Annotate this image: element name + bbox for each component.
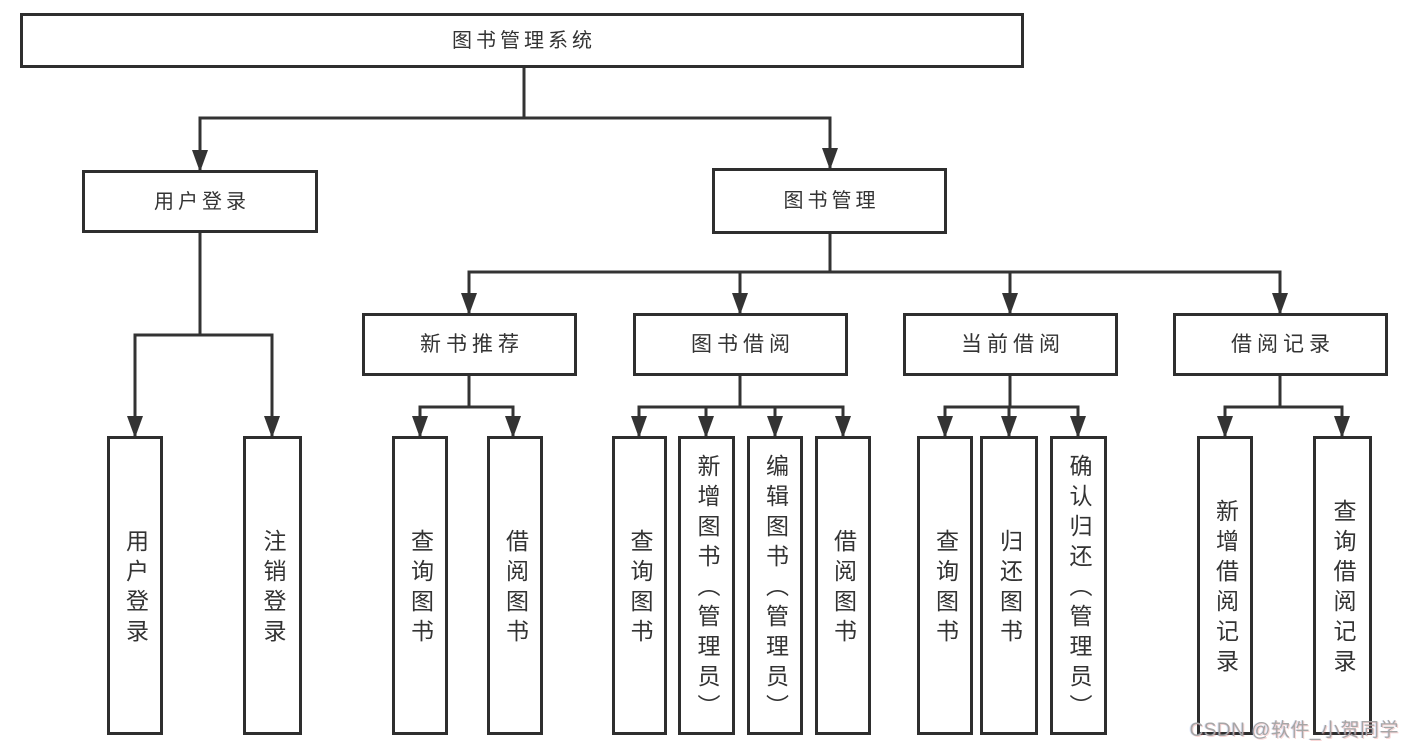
node-borrowing-records: 借阅记录	[1173, 313, 1388, 376]
connector-user-login-branch	[127, 233, 280, 438]
leaf-return-books: 归还图书	[980, 436, 1038, 735]
leaf-add-book-admin: 新增图书（管理员）	[678, 436, 735, 735]
node-book-management: 图书管理	[712, 168, 947, 234]
leaf-add-borrow-record: 新增借阅记录	[1197, 436, 1253, 735]
leaf-logout: 注销登录	[243, 436, 302, 735]
leaf-query-books-current: 查询图书	[917, 436, 973, 735]
connector-root-to-level2	[192, 68, 838, 172]
connector-new-books-branch	[412, 376, 521, 438]
leaf-borrow-books-recommend: 借阅图书	[487, 436, 543, 735]
leaf-query-borrow-record: 查询借阅记录	[1313, 436, 1372, 735]
node-library-management-system: 图书管理系统	[20, 13, 1024, 68]
node-book-borrowing: 图书借阅	[633, 313, 848, 376]
leaf-query-books-borrowing: 查询图书	[612, 436, 667, 735]
connector-book-mgmt-branch	[461, 234, 1288, 315]
node-current-borrowing: 当前借阅	[903, 313, 1118, 376]
leaf-borrow-books-borrowing: 借阅图书	[815, 436, 871, 735]
node-new-book-recommendation: 新书推荐	[362, 313, 577, 376]
node-user-login: 用户登录	[82, 170, 318, 233]
leaf-query-books-recommend: 查询图书	[392, 436, 448, 735]
connector-book-borrow-branch	[631, 376, 851, 438]
leaf-user-login: 用户登录	[107, 436, 163, 735]
csdn-watermark: CSDN @软件_小贺同学	[1189, 720, 1399, 741]
connector-borrow-records-branch	[1217, 376, 1350, 438]
leaf-confirm-return-admin: 确认归还（管理员）	[1050, 436, 1107, 735]
leaf-edit-book-admin: 编辑图书（管理员）	[747, 436, 803, 735]
connector-current-borrow-branch	[937, 376, 1086, 438]
